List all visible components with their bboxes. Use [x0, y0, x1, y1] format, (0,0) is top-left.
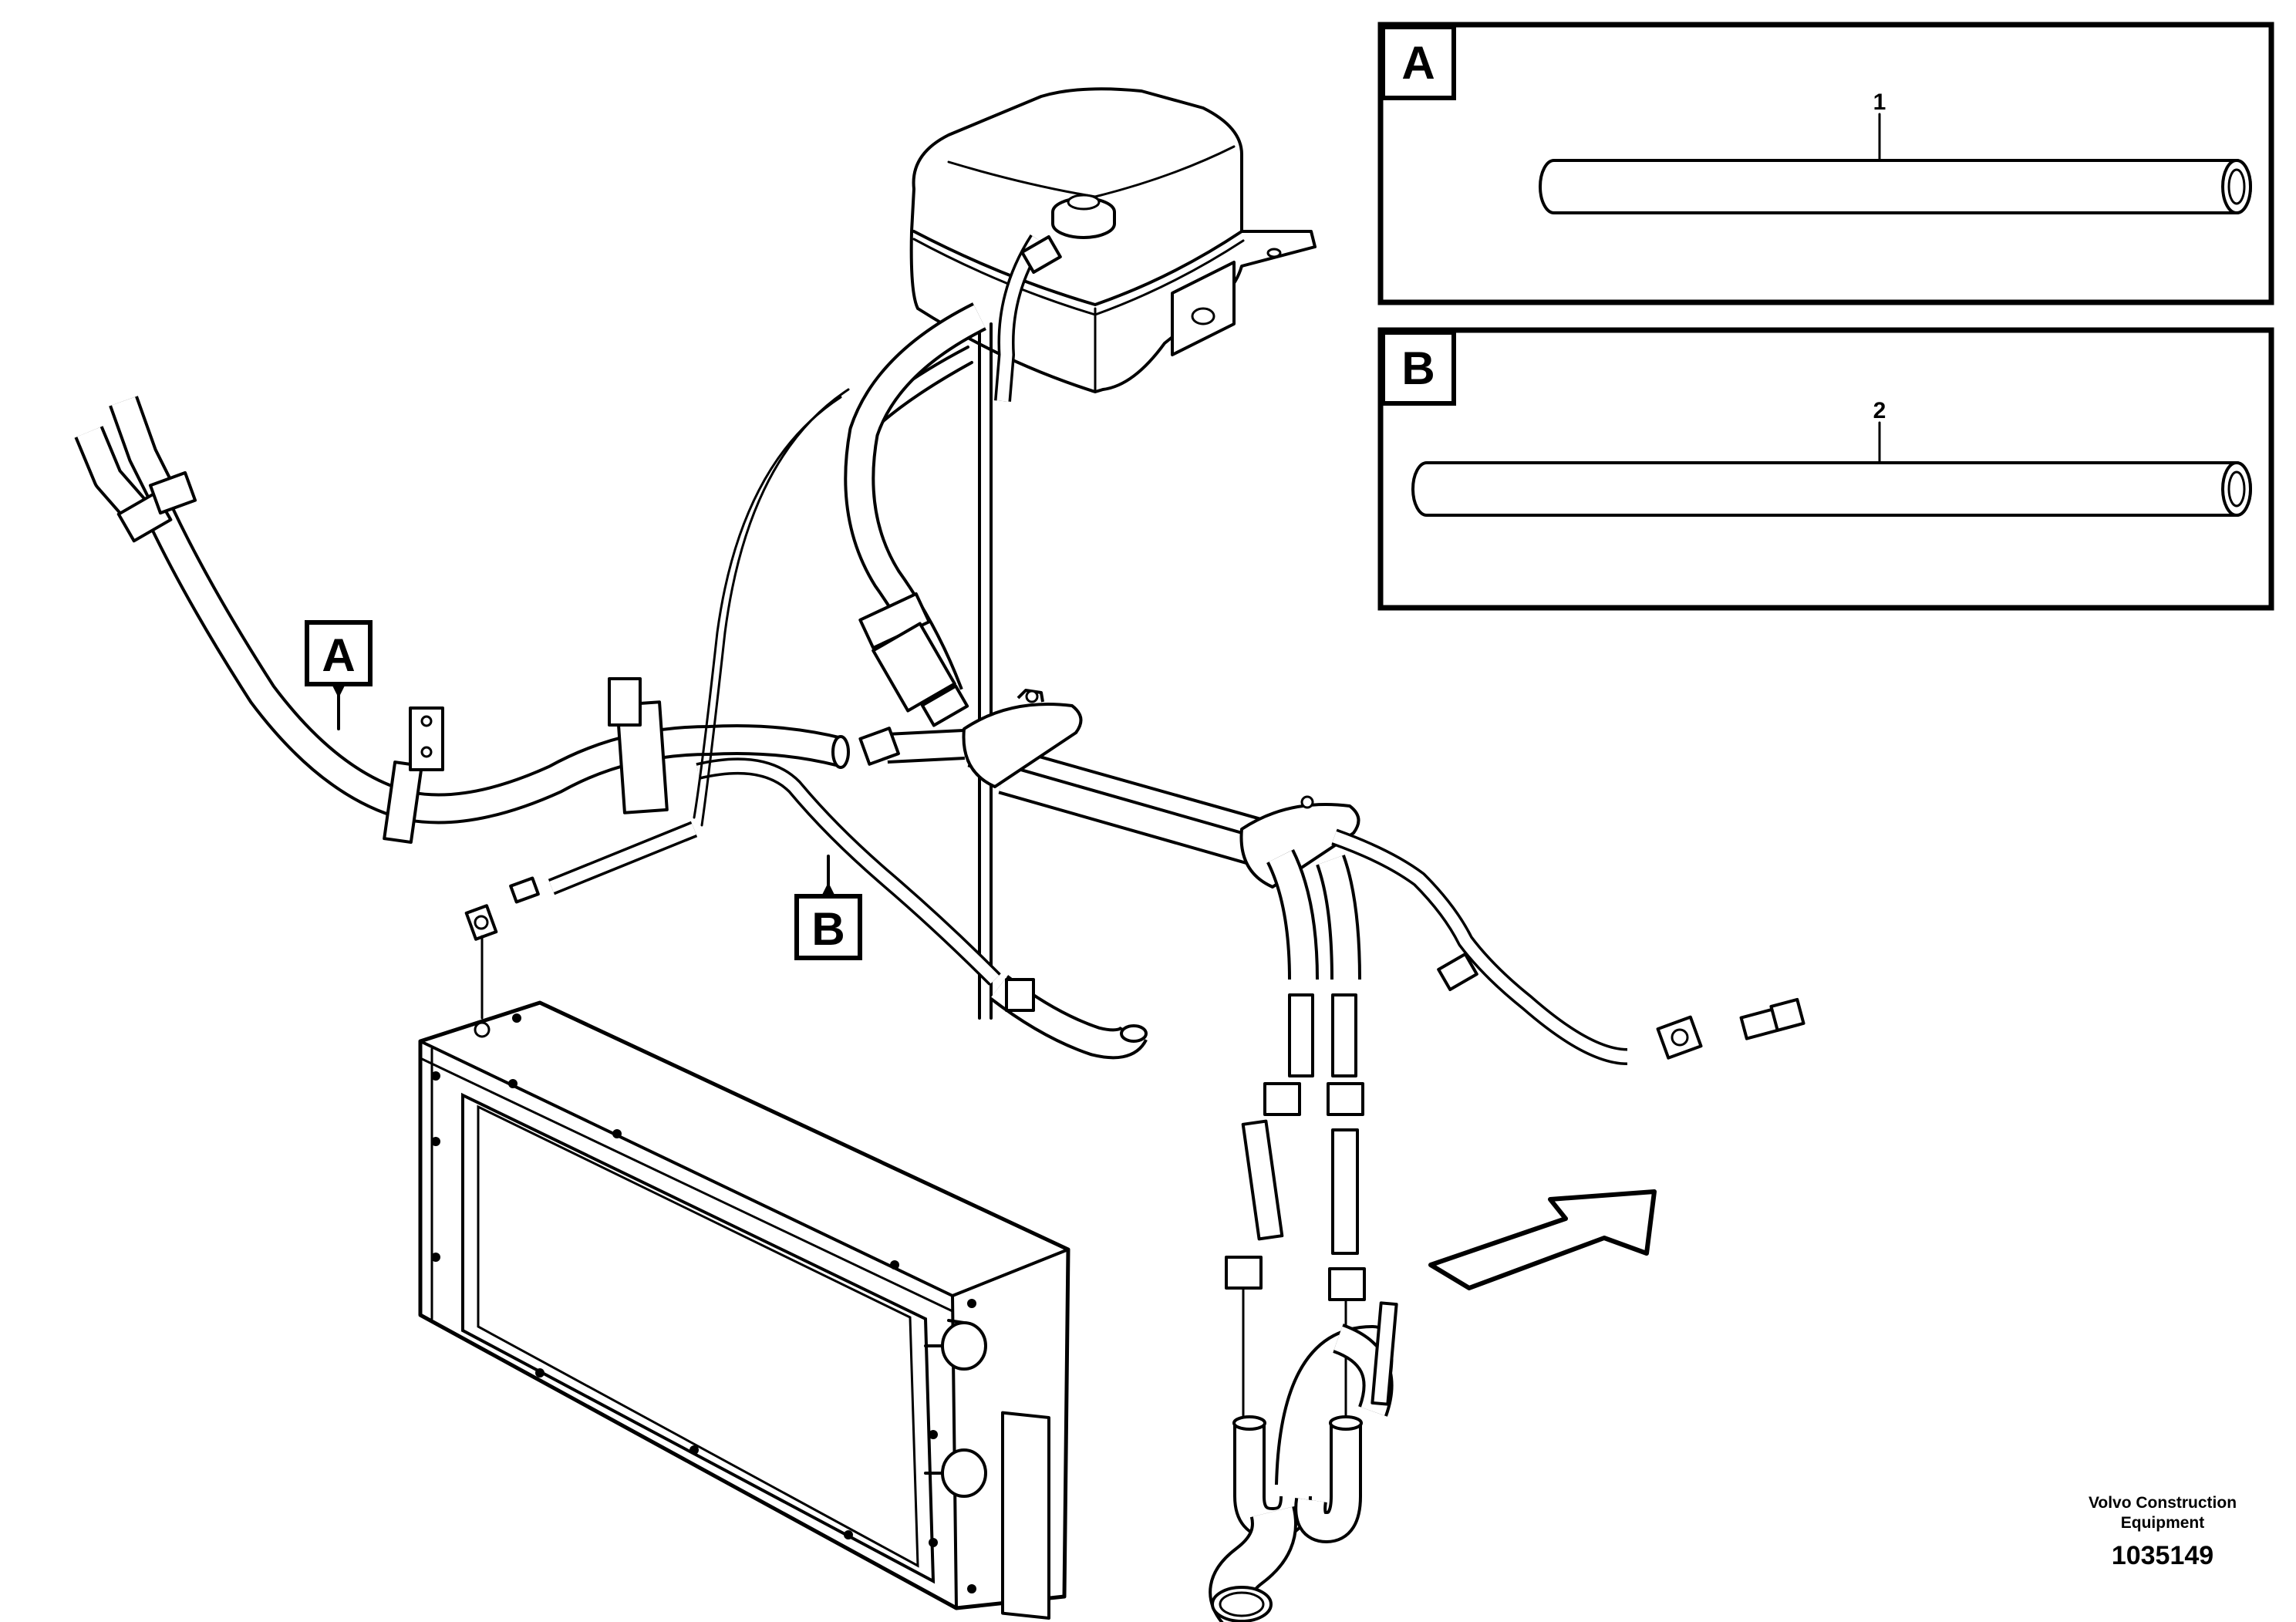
detail-panel-b: B 2: [1377, 327, 2274, 611]
expansion-tank: [909, 87, 1317, 393]
marker-a-label: A: [322, 629, 355, 681]
hose-part-1-illustration: [1539, 159, 2252, 214]
hose-part-2-illustration: [1411, 461, 2252, 517]
filler-cap: [1051, 194, 1116, 239]
footer-block: Volvo Construction Equipment 1035149: [2089, 1494, 2237, 1570]
panel-a-label-box: [1381, 25, 1456, 100]
drop-hoses: [1225, 849, 1366, 1421]
panel-a-label: A: [1401, 37, 1435, 89]
marker-b: B: [794, 855, 862, 960]
marker-a: A: [305, 620, 373, 730]
drawing-number: 1035149: [2112, 1541, 2213, 1570]
callout-1: 1: [1873, 89, 1886, 115]
panel-b-label-box: [1381, 330, 1456, 406]
radiator-inlet: [924, 1319, 987, 1371]
radiator: [418, 1000, 1070, 1620]
hose-b-assembly: [696, 757, 1148, 1060]
flow-direction-arrow: [1428, 1189, 1657, 1290]
sensor-wire: [464, 388, 850, 1020]
marker-b-label: B: [811, 903, 845, 955]
panel-b-label: B: [1401, 342, 1435, 394]
brand-line-2: Equipment: [2121, 1514, 2205, 1532]
detail-panel-a: A 1: [1377, 22, 2274, 305]
upper-tank-hose: [844, 234, 1062, 727]
main-cross-pipe: [858, 689, 1805, 1065]
hose-a-assembly: [74, 396, 850, 845]
brand-line-1: Volvo Construction: [2089, 1494, 2237, 1512]
callout-2: 2: [1873, 398, 1886, 423]
outlet-elbows: [1209, 1301, 1398, 1622]
bleed-nipple: [1739, 997, 1805, 1040]
radiator-outlet: [924, 1448, 987, 1498]
